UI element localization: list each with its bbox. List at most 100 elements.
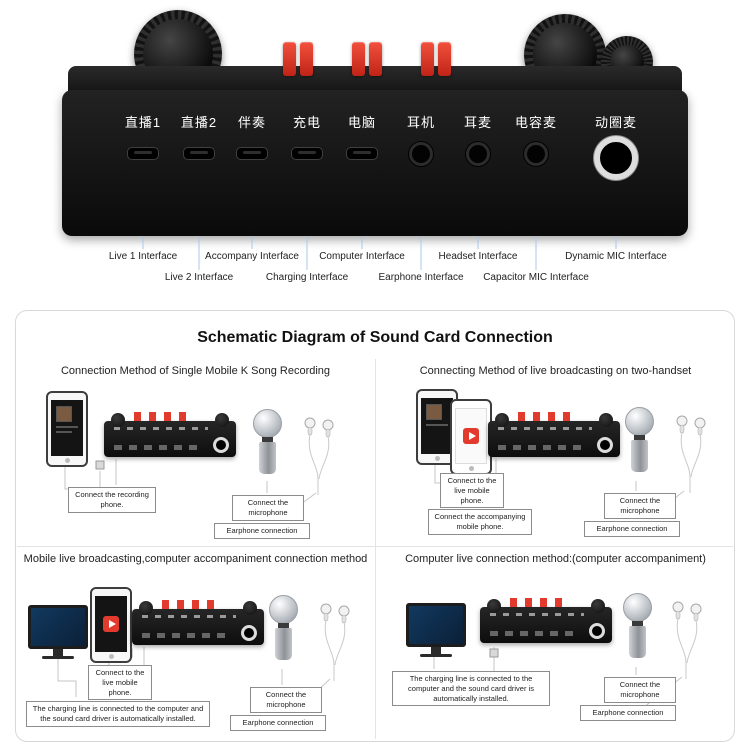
mini-knob <box>487 599 501 613</box>
port-group: 电脑 <box>332 90 392 160</box>
mini-ports <box>498 445 582 450</box>
mini-knob <box>139 601 153 615</box>
micro-usb-port-icon <box>236 147 268 160</box>
port-label: 电容麦 <box>514 115 557 130</box>
album-art <box>426 404 442 420</box>
mini-big-jack <box>597 437 613 453</box>
note-box: Earphone connection <box>230 715 326 731</box>
note-box: Connect to the live mobile phone. <box>88 665 152 701</box>
mic-neck <box>261 437 273 442</box>
condenser-mic-icon <box>252 409 282 474</box>
monitor-stand <box>431 647 441 654</box>
monitor-screen <box>406 603 466 647</box>
note-box: Connect the microphone <box>232 495 304 521</box>
monitor-base <box>42 656 74 659</box>
vertical-divider <box>375 359 376 739</box>
note-box: Earphone connection <box>584 521 680 537</box>
red-fader-button <box>300 42 313 76</box>
quadrant-heading: Mobile live broadcasting,computer accomp… <box>23 553 368 565</box>
panel-glyphs <box>142 615 236 618</box>
monitor-screen <box>28 605 88 649</box>
callout-label: Accompany Interface <box>205 251 299 262</box>
note-box: Connect the microphone <box>604 677 676 703</box>
quadrant-mobile-live-pc-accompaniment: Mobile live broadcasting,computer accomp… <box>16 547 375 734</box>
phone-screen <box>51 400 83 456</box>
mini-knob <box>495 413 509 427</box>
quadrant-heading: Connection Method of Single Mobile K Son… <box>60 365 331 377</box>
aux-jack-port-icon <box>409 142 433 166</box>
micro-usb-port-icon <box>346 147 378 160</box>
quadrant-computer-live: Computer live connection method:(compute… <box>376 547 735 734</box>
mini-knob <box>243 601 257 615</box>
mini-ports <box>114 445 198 450</box>
screen-line <box>56 431 72 433</box>
red-buttons <box>510 598 570 607</box>
port-group: 直播1 <box>113 90 173 160</box>
red-fader-button <box>283 42 296 76</box>
micro-usb-port-icon <box>183 147 215 160</box>
computer-icon <box>406 603 466 657</box>
mic-body <box>258 442 276 474</box>
micro-usb-port-icon <box>127 147 159 160</box>
phone-icon <box>46 391 88 467</box>
album-art <box>56 406 72 422</box>
phone-icon <box>90 587 132 663</box>
red-buttons <box>134 412 194 421</box>
condenser-mic-icon <box>622 593 652 658</box>
note-box: Connect the recording phone. <box>68 487 156 513</box>
port-label: 电脑 <box>347 115 376 130</box>
screen-line <box>426 424 448 426</box>
port-label: 直播1 <box>124 115 162 130</box>
red-buttons <box>162 600 222 609</box>
note-box: Earphone connection <box>580 705 676 721</box>
mic-head <box>622 593 652 622</box>
note-box: The charging line is connected to the co… <box>392 671 550 707</box>
port-label: 伴奏 <box>237 115 266 130</box>
mic-body <box>274 628 292 660</box>
mic-body <box>628 626 646 658</box>
panel-glyphs <box>114 427 208 430</box>
red-fader-button <box>369 42 382 76</box>
phone-screen <box>95 596 127 652</box>
note-box: Earphone connection <box>214 523 310 539</box>
home-button <box>64 458 70 463</box>
callout-label: Live 1 Interface <box>108 251 178 262</box>
red-fader-button <box>438 42 451 76</box>
red-fader-button <box>421 42 434 76</box>
callout-label: Capacitor MIC Interface <box>483 272 589 283</box>
port-label: 直播2 <box>180 115 218 130</box>
quadrant-two-handset: Connecting Method of live broadcasting o… <box>376 359 735 546</box>
monitor-stand <box>53 649 63 656</box>
note-box: Connect the microphone <box>250 687 322 713</box>
callout-label: Charging Interface <box>265 272 349 283</box>
phone-screen <box>421 398 453 454</box>
condenser-mic-icon <box>624 407 654 472</box>
callout-label: Live 2 Interface <box>164 272 234 283</box>
screen-line <box>56 426 78 428</box>
mic-neck <box>277 623 289 628</box>
quadrant-heading: Computer live connection method:(compute… <box>405 553 706 565</box>
port-group: 耳机 <box>391 90 451 166</box>
horizontal-divider <box>17 546 733 547</box>
mini-knob <box>591 599 605 613</box>
sound-card-front-panel: 直播1 直播2 伴奏 充电 电脑 耳机 耳麦 电容麦 <box>62 90 688 236</box>
port-group: 电容麦 <box>506 90 566 166</box>
mic-body <box>630 440 648 472</box>
play-logo-icon <box>103 616 119 632</box>
mic-neck <box>633 435 645 440</box>
port-group: 耳麦 <box>448 90 508 166</box>
home-button <box>108 654 114 659</box>
port-group: 动圈麦 <box>586 90 646 180</box>
mini-big-jack <box>213 437 229 453</box>
condenser-mic-icon <box>268 595 298 660</box>
computer-icon <box>28 605 88 659</box>
sound-card-icon <box>480 598 612 643</box>
note-box: Connect the accompanying mobile phone. <box>428 509 532 535</box>
port-group: 直播2 <box>169 90 229 160</box>
quadrant-single-mobile: Connection Method of Single Mobile K Son… <box>16 359 375 546</box>
schematic-panel: Schematic Diagram of Sound Card Connecti… <box>15 310 735 742</box>
callout-label: Computer Interface <box>319 251 405 262</box>
port-group: 伴奏 <box>222 90 282 160</box>
phone-screen <box>455 408 487 464</box>
earphones-icon <box>676 415 706 493</box>
